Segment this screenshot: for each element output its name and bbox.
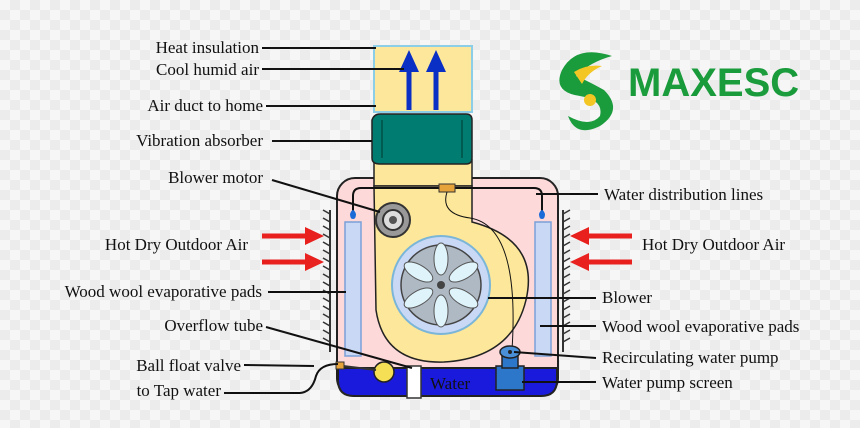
- louver-slat: [562, 337, 571, 343]
- louver-slat: [562, 329, 571, 335]
- maxesc-logo: MAXESC: [559, 52, 799, 131]
- label-air-duct: Air duct to home: [147, 96, 263, 115]
- louver-slat: [562, 265, 571, 271]
- label-pads-left: Wood wool evaporative pads: [65, 282, 262, 301]
- louver-slat: [322, 273, 331, 279]
- louver-slat: [562, 313, 571, 319]
- hot-air-arrows-left: [262, 227, 324, 271]
- louver-slat: [322, 257, 331, 263]
- label-cool-humid-air: Cool humid air: [156, 60, 259, 79]
- louver-slat: [562, 225, 571, 231]
- louver-slat: [322, 249, 331, 255]
- label-ball-float-valve: Ball float valve: [136, 356, 241, 375]
- louver-slat: [322, 321, 331, 327]
- up-arrow-icon: [399, 50, 419, 72]
- label-tap-water: to Tap water: [137, 381, 222, 400]
- label-vibration-absorber: Vibration absorber: [136, 131, 263, 150]
- vibration-absorber: [371, 113, 473, 165]
- louver-slat: [322, 313, 331, 319]
- louver-slat: [562, 305, 571, 311]
- louver-slat: [562, 273, 571, 279]
- louver-slat: [322, 217, 331, 223]
- label-recirculating-pump: Recirculating water pump: [602, 348, 779, 367]
- louver-slat: [322, 281, 331, 287]
- label-overflow-tube: Overflow tube: [164, 316, 263, 335]
- left-arrow-icon: [570, 227, 589, 245]
- label-hot-dry-air-right: Hot Dry Outdoor Air: [642, 235, 785, 254]
- louver-slat: [562, 233, 571, 239]
- up-arrow-icon: [426, 50, 446, 72]
- label-water-distribution-lines: Water distribution lines: [604, 185, 763, 204]
- blower-motor: [375, 202, 411, 238]
- louver-slat: [562, 257, 571, 263]
- leader-lines: [224, 47, 598, 394]
- louver-slat: [322, 305, 331, 311]
- louver-slat: [562, 289, 571, 295]
- louver-slat: [562, 209, 571, 215]
- louver-slat: [562, 281, 571, 287]
- float-valve: [335, 361, 395, 383]
- louver-slat: [322, 233, 331, 239]
- louver-slat: [322, 337, 331, 343]
- recirculating-pump: [495, 345, 525, 391]
- right-arrow-icon: [305, 253, 324, 271]
- overflow-tube: [406, 365, 422, 399]
- label-pump-screen: Water pump screen: [602, 373, 733, 392]
- right-arrow-icon: [305, 227, 324, 245]
- label-heat-insulation: Heat insulation: [156, 38, 260, 57]
- blower-wheel: [391, 235, 491, 335]
- evaporative-pads: [344, 221, 552, 357]
- water-drop-icon: [539, 210, 545, 219]
- water-drop-icon: [350, 210, 356, 219]
- louver-slat: [322, 297, 331, 303]
- label-blower-motor: Blower motor: [168, 168, 263, 187]
- louver-slat: [322, 209, 331, 215]
- label-blower: Blower: [602, 288, 652, 307]
- logo-emblem-icon: [559, 52, 614, 131]
- louver-slat: [562, 241, 571, 247]
- water-distribution-lines: [350, 183, 545, 351]
- louver-slat: [562, 249, 571, 255]
- louver-slat: [562, 217, 571, 223]
- cool-air-arrows: [399, 50, 446, 110]
- louver-slat: [322, 225, 331, 231]
- logo-text: MAXESC: [628, 61, 799, 105]
- left-arrow-icon: [570, 253, 589, 271]
- louver-slat: [322, 329, 331, 335]
- louver-slat: [322, 241, 331, 247]
- label-hot-dry-air-left: Hot Dry Outdoor Air: [105, 235, 248, 254]
- hot-air-arrows-right: [570, 227, 632, 271]
- label-pads-right: Wood wool evaporative pads: [602, 317, 799, 336]
- water-label: Water: [430, 374, 470, 393]
- louver-slat: [322, 265, 331, 271]
